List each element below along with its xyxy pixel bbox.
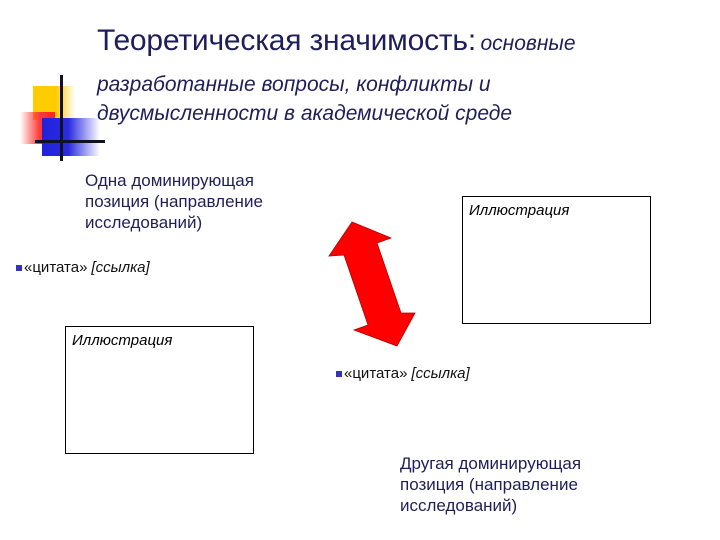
blue-square-icon: [42, 118, 100, 156]
position-line: Одна доминирующая: [85, 171, 254, 190]
position-line: позиция (направление: [400, 475, 578, 494]
square-bullet-icon: [16, 264, 22, 271]
quote-text: «цитата»: [344, 365, 408, 382]
illustration-label: Иллюстрация: [469, 202, 570, 219]
quote-item-two: «цитата» [ссылка]: [336, 365, 470, 382]
illustration-box-one: Иллюстрация: [462, 196, 651, 324]
slide-subtitle: разработанные вопросы, конфликты и двусм…: [97, 70, 697, 128]
quote-item-one: «цитата» [ссылка]: [16, 259, 150, 276]
subtitle-line: разработанные вопросы, конфликты и: [97, 73, 491, 96]
position-line: позиция (направление: [85, 192, 263, 211]
dominant-position-two: Другая доминирующая позиция (направление…: [400, 453, 640, 516]
illustration-label: Иллюстрация: [72, 332, 173, 349]
vertical-line-icon: [60, 75, 63, 161]
quote-reference: [ссылка]: [91, 259, 150, 276]
horizontal-line-icon: [35, 140, 105, 143]
title-italic-tail: основные: [480, 32, 576, 55]
quote-text: «цитата»: [24, 259, 88, 276]
position-line: исследований): [400, 496, 518, 515]
dominant-position-one: Одна доминирующая позиция (направление и…: [85, 170, 325, 233]
subtitle-line: двусмысленности в академической среде: [97, 102, 513, 125]
position-line: Другая доминирующая: [400, 454, 582, 473]
decorative-logo: [0, 0, 120, 170]
position-line: исследований): [85, 213, 203, 232]
title-main: Теоретическая значимость:: [97, 24, 476, 57]
square-bullet-icon: [336, 370, 342, 377]
double-headed-arrow-icon: [328, 221, 416, 347]
slide-title: Теоретическая значимость: основные: [97, 24, 707, 58]
quote-reference: [ссылка]: [411, 365, 470, 382]
illustration-box-two: Иллюстрация: [65, 326, 254, 454]
